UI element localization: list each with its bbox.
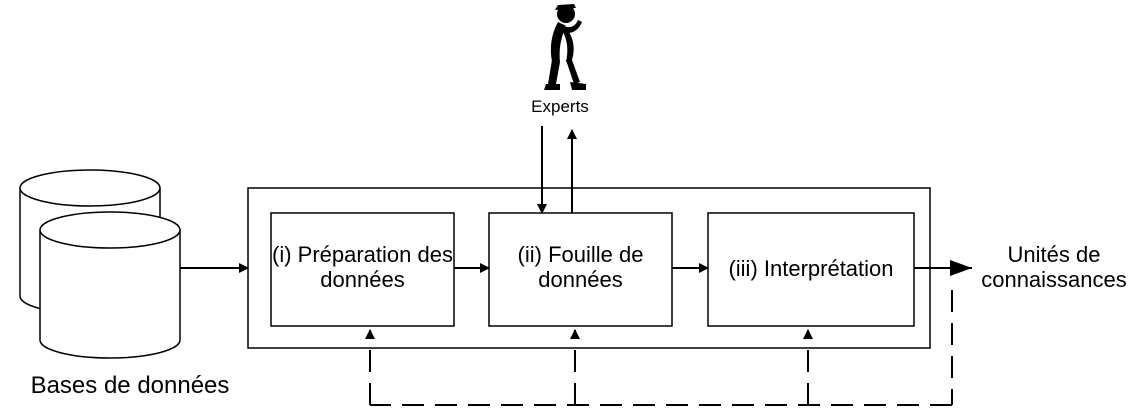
step-box-preparation — [270, 212, 455, 327]
expert-person-icon — [544, 4, 586, 90]
step-label-mining: (ii) Fouille de données — [517, 242, 644, 293]
database-icon — [19, 169, 181, 359]
step-box-mining — [488, 212, 673, 327]
source-label: Bases de données — [30, 372, 230, 399]
step-label-interpretation: (iii) Interprétation — [728, 256, 894, 281]
step-box-interpretation — [707, 212, 915, 327]
output-label: Unités de connaissances — [981, 242, 1127, 293]
experts-label: Experts — [531, 97, 589, 116]
step-label-preparation: (i) Préparation des données — [272, 242, 453, 293]
